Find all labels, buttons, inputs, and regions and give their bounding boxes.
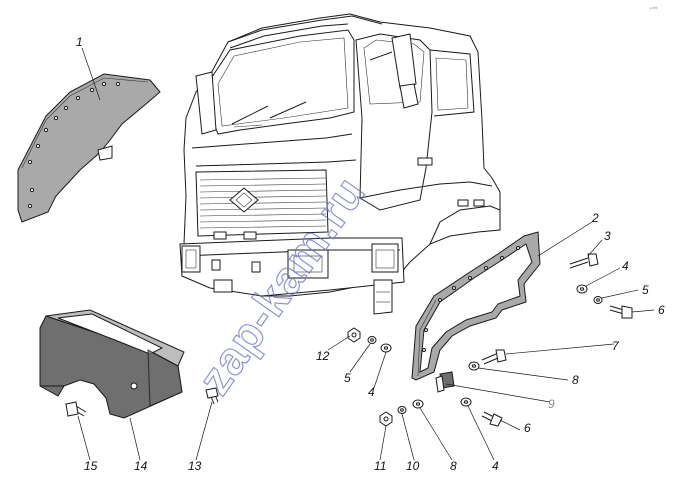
callout-7: 7: [612, 339, 620, 353]
callout-8b: 8: [450, 459, 457, 473]
truck-cab: [179, 13, 501, 315]
callout-6: 6: [658, 303, 665, 317]
callout-5: 5: [642, 283, 649, 297]
corner-code: ᵖ ⁰⁰⁰: [650, 6, 658, 11]
bolt-7: [481, 349, 507, 365]
bolt-13: [205, 387, 219, 405]
callout-4: 4: [622, 259, 629, 273]
callout-1: 1: [76, 35, 83, 49]
bracket-9: [435, 371, 455, 393]
washer-4-mid: [380, 343, 392, 353]
callout-11: 11: [374, 459, 386, 473]
callout-6b: 6: [524, 421, 531, 435]
callout-2: 2: [591, 211, 599, 225]
leader-lines: [77, 47, 655, 461]
nut-11: [379, 411, 393, 427]
callout-3: 3: [604, 229, 611, 243]
felt-panel-right: [411, 231, 541, 381]
callout-13: 13: [188, 459, 202, 473]
callout-9: 9: [548, 397, 555, 411]
bolt-15: [65, 401, 87, 417]
washer-8-right: [468, 361, 480, 371]
callout-12: 12: [316, 349, 330, 363]
bolt-6-top: [609, 305, 633, 319]
callout-15: 15: [84, 459, 98, 473]
callout-10: 10: [406, 459, 420, 473]
nut-12: [347, 327, 361, 343]
washer-10: [397, 406, 407, 414]
callout-14: 14: [134, 459, 148, 473]
callout-8: 8: [572, 373, 579, 387]
callouts: 1 2 3 4 5 6 7 8 9 6 4 8 10 11 12 5 4 13 …: [76, 35, 665, 473]
washer-8-bottom: [412, 399, 424, 409]
bolt-6-lower: [481, 411, 503, 427]
callout-4c: 4: [368, 385, 375, 399]
washer-5-top: [593, 296, 603, 304]
engine-tunnel-cover: [39, 309, 185, 419]
callout-4b: 4: [492, 459, 499, 473]
washer-4-lower: [460, 397, 472, 407]
washer-4-top: [576, 284, 588, 294]
felt-panel-left: [17, 73, 161, 223]
bolt-3: [569, 253, 599, 269]
callout-5b: 5: [344, 371, 351, 385]
washer-5-mid: [367, 336, 377, 344]
